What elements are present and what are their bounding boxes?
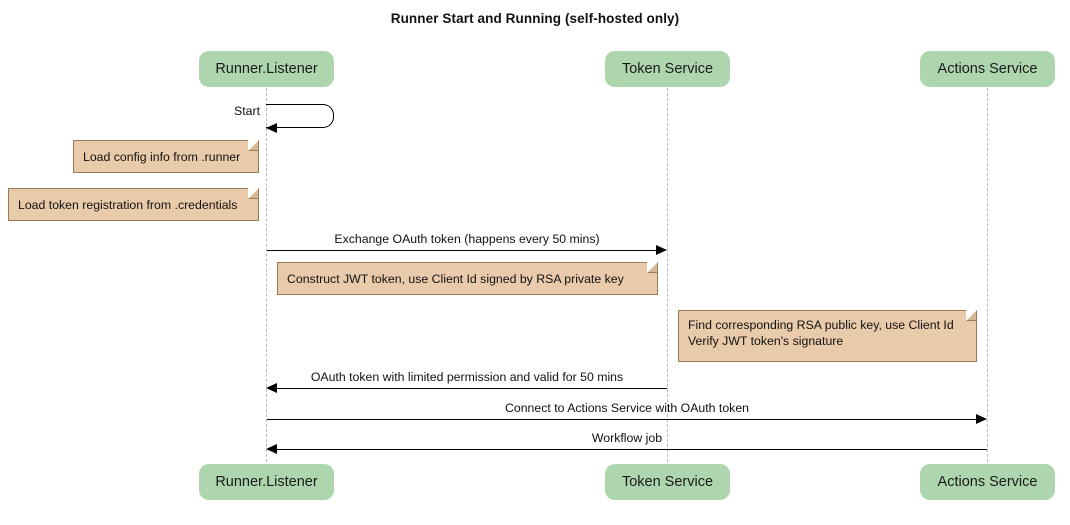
note-text: Find corresponding RSA public key, use C… <box>688 318 954 348</box>
participant-actions-service-top[interactable]: Actions Service <box>920 51 1055 87</box>
message-label-exchange-oauth-token: Exchange OAuth token (happens every 50 m… <box>334 232 600 246</box>
note-text: Load token registration from .credential… <box>18 197 238 212</box>
self-message-start-arrowhead <box>266 123 277 133</box>
message-arrowhead-exchange-oauth-token <box>656 245 667 255</box>
participant-label: Runner.Listener <box>215 474 318 490</box>
lifeline-runner-listener <box>266 88 267 462</box>
message-arrowhead-workflow-job <box>266 444 277 454</box>
message-label-oauth-token-response: OAuth token with limited permission and … <box>310 370 624 384</box>
note-load-config: Load config info from .runner <box>73 140 259 173</box>
diagram-title: Runner Start and Running (self-hosted on… <box>390 11 680 26</box>
lifeline-token-service <box>667 88 668 462</box>
message-label-workflow-job: Workflow job <box>591 431 663 445</box>
message-arrowhead-oauth-token-response <box>266 383 277 393</box>
participant-token-service-top[interactable]: Token Service <box>605 51 730 87</box>
message-line-oauth-token-response <box>277 388 667 389</box>
message-line-connect-actions-service <box>267 419 980 420</box>
participant-runner-listener-bottom[interactable]: Runner.Listener <box>199 464 334 500</box>
participant-label: Actions Service <box>937 474 1038 490</box>
note-fold-icon <box>966 311 976 321</box>
note-fold-icon <box>248 141 258 151</box>
participant-label: Token Service <box>621 474 714 490</box>
message-arrowhead-connect-actions-service <box>976 414 987 424</box>
note-fold-icon <box>647 263 657 273</box>
participant-label: Runner.Listener <box>215 61 318 77</box>
participant-token-service-bottom[interactable]: Token Service <box>605 464 730 500</box>
note-load-token-registration: Load token registration from .credential… <box>8 188 259 221</box>
participant-label: Actions Service <box>937 61 1038 77</box>
self-message-start-loop <box>266 104 334 128</box>
message-line-workflow-job <box>277 449 987 450</box>
participant-label: Token Service <box>621 61 714 77</box>
message-line-exchange-oauth-token <box>267 250 660 251</box>
note-construct-jwt-token: Construct JWT token, use Client Id signe… <box>277 262 658 295</box>
note-fold-icon <box>248 189 258 199</box>
participant-runner-listener-top[interactable]: Runner.Listener <box>199 51 334 87</box>
note-text: Load config info from .runner <box>83 149 241 164</box>
note-verify-jwt-token: Find corresponding RSA public key, use C… <box>678 310 977 362</box>
message-label-connect-actions-service: Connect to Actions Service with OAuth to… <box>504 401 750 415</box>
participant-actions-service-bottom[interactable]: Actions Service <box>920 464 1055 500</box>
message-label-start: Start <box>234 104 260 118</box>
lifeline-actions-service <box>987 88 988 462</box>
note-text: Construct JWT token, use Client Id signe… <box>287 271 624 286</box>
